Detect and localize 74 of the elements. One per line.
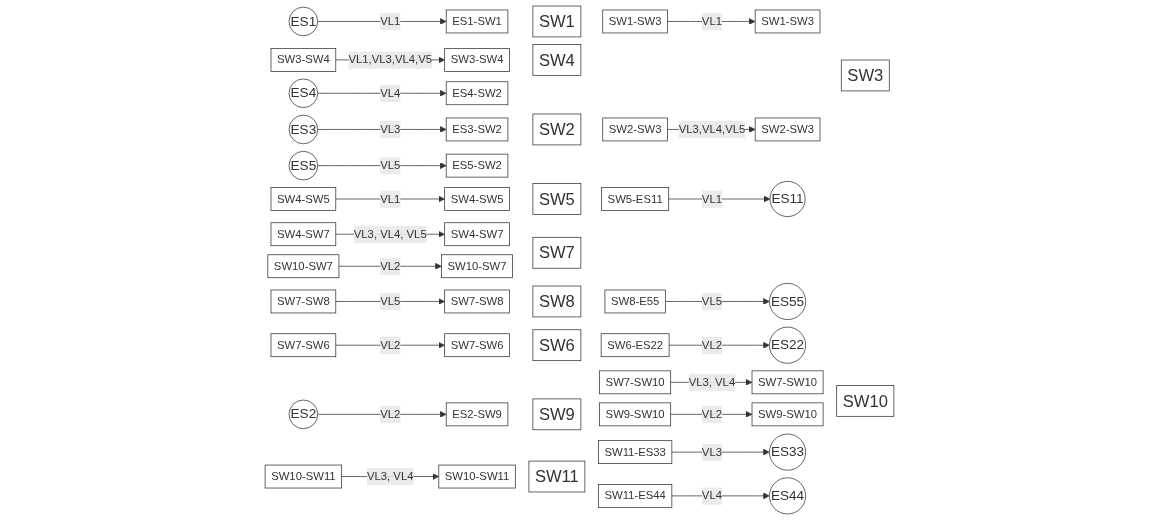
node-box: SW1-SW3 [754, 9, 821, 34]
node-box: SW11-ES33 [598, 440, 673, 464]
node-circle: ES11 [769, 181, 806, 217]
node-box: SW5-ES11 [601, 187, 670, 211]
edge-label: VL1,VL3,VL4,V5 [348, 52, 433, 66]
node-circle: ES3 [288, 114, 319, 145]
edge-label: VL4 [701, 488, 722, 502]
node-box: SW2-SW3 [602, 117, 668, 142]
node-box: SW8 [532, 285, 582, 318]
node-box: SW10 [836, 385, 895, 417]
node-box: SW9 [532, 398, 582, 431]
node-box: SW2 [532, 113, 582, 146]
node-circle: ES2 [288, 399, 319, 430]
edge-label: VL3 [701, 445, 722, 458]
node-box: ES1-SW1 [445, 9, 509, 34]
node-box: SW4-SW7 [270, 222, 337, 247]
node-circle: ES1 [288, 6, 319, 37]
node-circle: ES5 [288, 150, 319, 181]
edge-label: VL3,VL4,VL5 [678, 122, 746, 136]
edge-label: VL1 [380, 14, 401, 28]
node-box: SW11 [528, 460, 586, 493]
edge-label: VL1 [380, 192, 401, 205]
node-box: SW7-SW10 [751, 370, 824, 395]
node-box: SW3-SW4 [270, 48, 337, 72]
node-box: SW10-SW11 [438, 464, 516, 489]
node-box: SW5 [532, 183, 582, 215]
node-circle: ES22 [769, 326, 807, 364]
node-box: SW7-SW6 [270, 333, 337, 358]
node-box: SW10-SW7 [267, 254, 340, 279]
node-box: SW4-SW5 [444, 187, 510, 211]
node-circle: ES55 [769, 283, 807, 320]
node-box: SW7 [532, 236, 582, 269]
edge-label: VL5 [701, 294, 722, 308]
edge-label: VL3, VL4, VL5 [353, 227, 427, 241]
edge-label: VL2 [380, 259, 401, 273]
node-circle: ES33 [769, 433, 807, 471]
node-box: SW2-SW3 [754, 117, 821, 142]
node-box: SW3-SW4 [444, 48, 510, 72]
edge-label: VL2 [701, 338, 722, 352]
edge-label: VL4 [380, 86, 401, 100]
node-box: SW10-SW7 [441, 254, 513, 279]
node-box: ES3-SW2 [445, 117, 509, 142]
node-box: SW1-SW3 [602, 9, 668, 34]
edge-label: VL3, VL4 [366, 469, 414, 483]
node-box: SW4-SW7 [444, 222, 510, 247]
node-box: SW4 [532, 44, 582, 76]
edge-label: VL1 [701, 192, 722, 205]
node-box: SW1 [532, 5, 582, 38]
edge-label: VL5 [380, 158, 401, 172]
node-box: SW7-SW8 [444, 289, 510, 314]
edge-label: VL3, VL4 [688, 375, 736, 389]
node-box: SW9-SW10 [751, 402, 824, 427]
node-box: ES2-SW9 [445, 402, 509, 427]
edge-label: VL1 [701, 14, 722, 28]
edge-label: VL2 [380, 407, 401, 421]
edge-label: VL2 [380, 338, 401, 352]
node-box: SW6 [532, 329, 582, 362]
edge-label: VL5 [380, 294, 401, 308]
node-box: SW11-ES44 [598, 484, 673, 508]
node-box: ES5-SW2 [445, 153, 509, 178]
node-box: SW7-SW10 [599, 370, 672, 395]
node-circle: ES44 [769, 477, 807, 515]
node-box: SW7-SW8 [270, 289, 337, 314]
edge-label: VL2 [701, 407, 722, 421]
node-box: SW9-SW10 [599, 402, 672, 427]
edge-label: VL3 [380, 122, 401, 136]
node-box: SW7-SW6 [444, 333, 510, 358]
node-box: SW8-E55 [604, 289, 666, 314]
node-box: SW10-SW11 [264, 464, 343, 489]
node-box: SW4-SW5 [270, 187, 337, 211]
node-box: ES4-SW2 [445, 81, 509, 106]
node-box: SW3 [840, 59, 890, 92]
node-box: SW6-ES22 [600, 333, 670, 358]
node-circle: ES4 [288, 78, 319, 108]
